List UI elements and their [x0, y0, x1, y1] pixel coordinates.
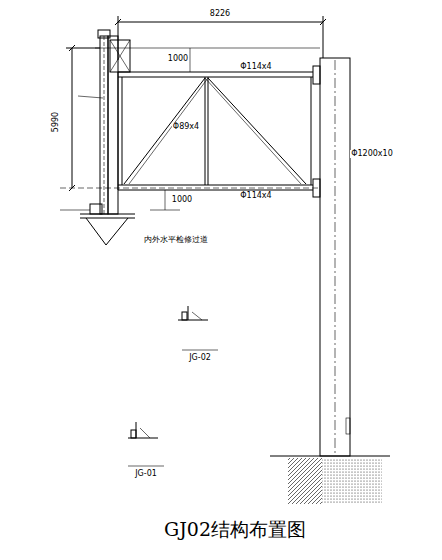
dimension-text: 1000 [171, 196, 193, 204]
member-size: Φ89x4 [172, 123, 200, 131]
member-size: Φ114x4 [239, 63, 272, 71]
member-size: Φ1200x10 [350, 150, 394, 158]
detail-label: JG-02 [188, 354, 212, 362]
dimension-text: 8226 [209, 10, 231, 18]
dimension-text: 5990 [52, 111, 60, 133]
walkway-note: 内外水平检修过道 [143, 236, 209, 244]
dimension-text: 1000 [167, 55, 189, 63]
member-size: Φ114x4 [239, 192, 272, 200]
drawing-title: GJ02结构布置图 [163, 520, 307, 539]
detail-label: JG-01 [134, 470, 158, 478]
